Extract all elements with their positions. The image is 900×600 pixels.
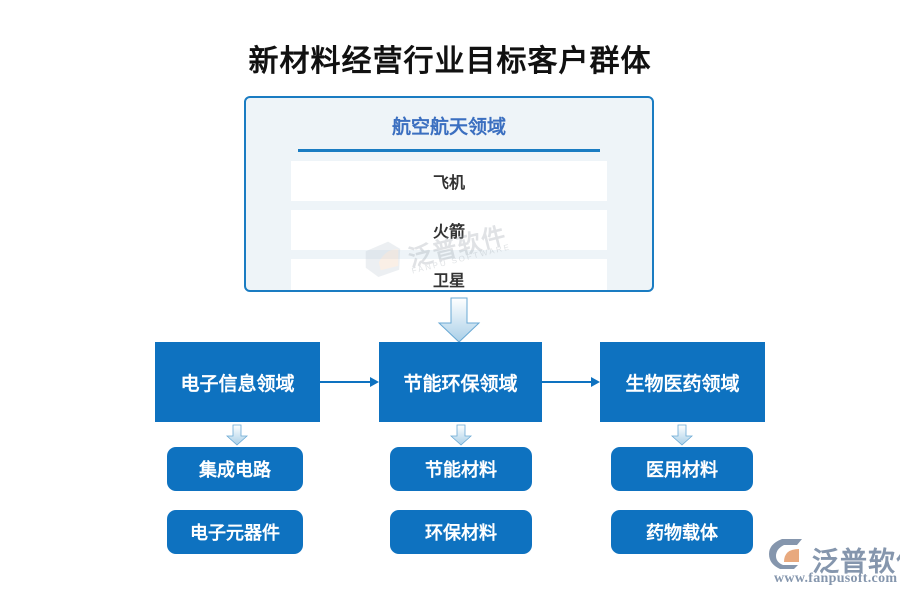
logo-url: www.fanpusoft.com bbox=[774, 571, 898, 586]
sub-box-medical-material[interactable]: 医用材料 bbox=[611, 447, 753, 491]
sub-box-drug-carrier[interactable]: 药物载体 bbox=[611, 510, 753, 554]
arrow-right-icon bbox=[320, 377, 379, 387]
arrow-right-icon bbox=[542, 377, 600, 387]
arrow-down-icon bbox=[226, 424, 248, 446]
main-box-electronics[interactable]: 电子信息领域 bbox=[155, 342, 320, 422]
aerospace-card-header: 航空航天领域 bbox=[391, 117, 506, 138]
arrow-down-icon bbox=[437, 297, 481, 343]
sub-box-electronic-components[interactable]: 电子元器件 bbox=[167, 510, 303, 554]
list-item[interactable]: 飞机 bbox=[291, 161, 607, 201]
sub-box-energy-saving-material[interactable]: 节能材料 bbox=[390, 447, 532, 491]
main-box-biomedicine[interactable]: 生物医药领域 bbox=[600, 342, 765, 422]
brand-logo: 泛普软件 www.fanpusoft.com bbox=[768, 538, 900, 590]
arrow-down-icon bbox=[450, 424, 472, 446]
aerospace-card: 航空航天领域 飞机 火箭 卫星 bbox=[244, 96, 654, 292]
logo-mark-icon bbox=[769, 539, 802, 569]
main-box-energy-environment[interactable]: 节能环保领域 bbox=[379, 342, 542, 422]
sub-box-integrated-circuit[interactable]: 集成电路 bbox=[167, 447, 303, 491]
list-item[interactable]: 卫星 bbox=[291, 259, 607, 290]
page-title: 新材料经营行业目标客户群体 bbox=[248, 45, 652, 78]
logo-name: 泛普软件 bbox=[812, 547, 900, 577]
list-item[interactable]: 火箭 bbox=[291, 210, 607, 250]
arrow-down-icon bbox=[671, 424, 693, 446]
sub-box-environmental-material[interactable]: 环保材料 bbox=[390, 510, 532, 554]
card-divider bbox=[298, 149, 600, 152]
